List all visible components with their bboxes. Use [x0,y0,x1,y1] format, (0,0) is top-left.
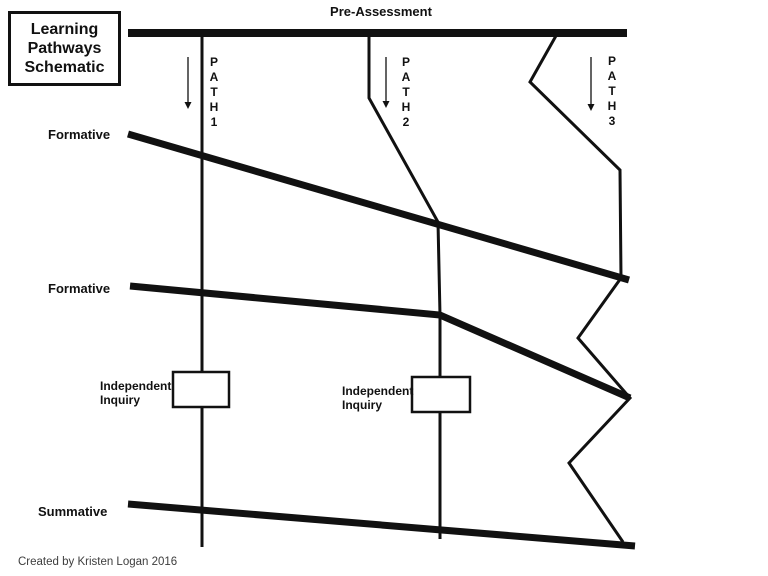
title-line-3: Schematic [24,59,105,76]
formative-1-label: Formative [48,127,111,142]
credit-text: Created by Kristen Logan 2016 [18,556,178,568]
inquiry-box-2 [410,375,472,414]
inquiry-label-2: Independent Inquiry [342,384,414,412]
path-1-arrow-head-icon [184,102,192,109]
summative-label: Summative [38,504,108,519]
path-3-line [528,33,633,543]
title-line-2: Pathways [27,40,102,57]
formative-1-line [127,130,630,284]
path-1-label: P A T H 1 [209,55,219,129]
title-line-1: Learning [30,21,99,38]
path-3-arrow-head-icon [587,104,595,111]
pre-assessment-label: Pre-Assessment [330,4,432,19]
title-box: Learning Pathways Schematic [8,11,121,86]
path-2-label: P A T H 2 [401,55,411,129]
summative-line [127,500,636,550]
inquiry-box-1 [171,370,231,409]
path-3-label: P A T H 3 [607,54,617,128]
path-2-arrow-head-icon [382,101,390,108]
formative-2-line [129,282,632,402]
inquiry-label-1: Independent Inquiry [100,379,172,407]
formative-2-label: Formative [48,281,111,296]
